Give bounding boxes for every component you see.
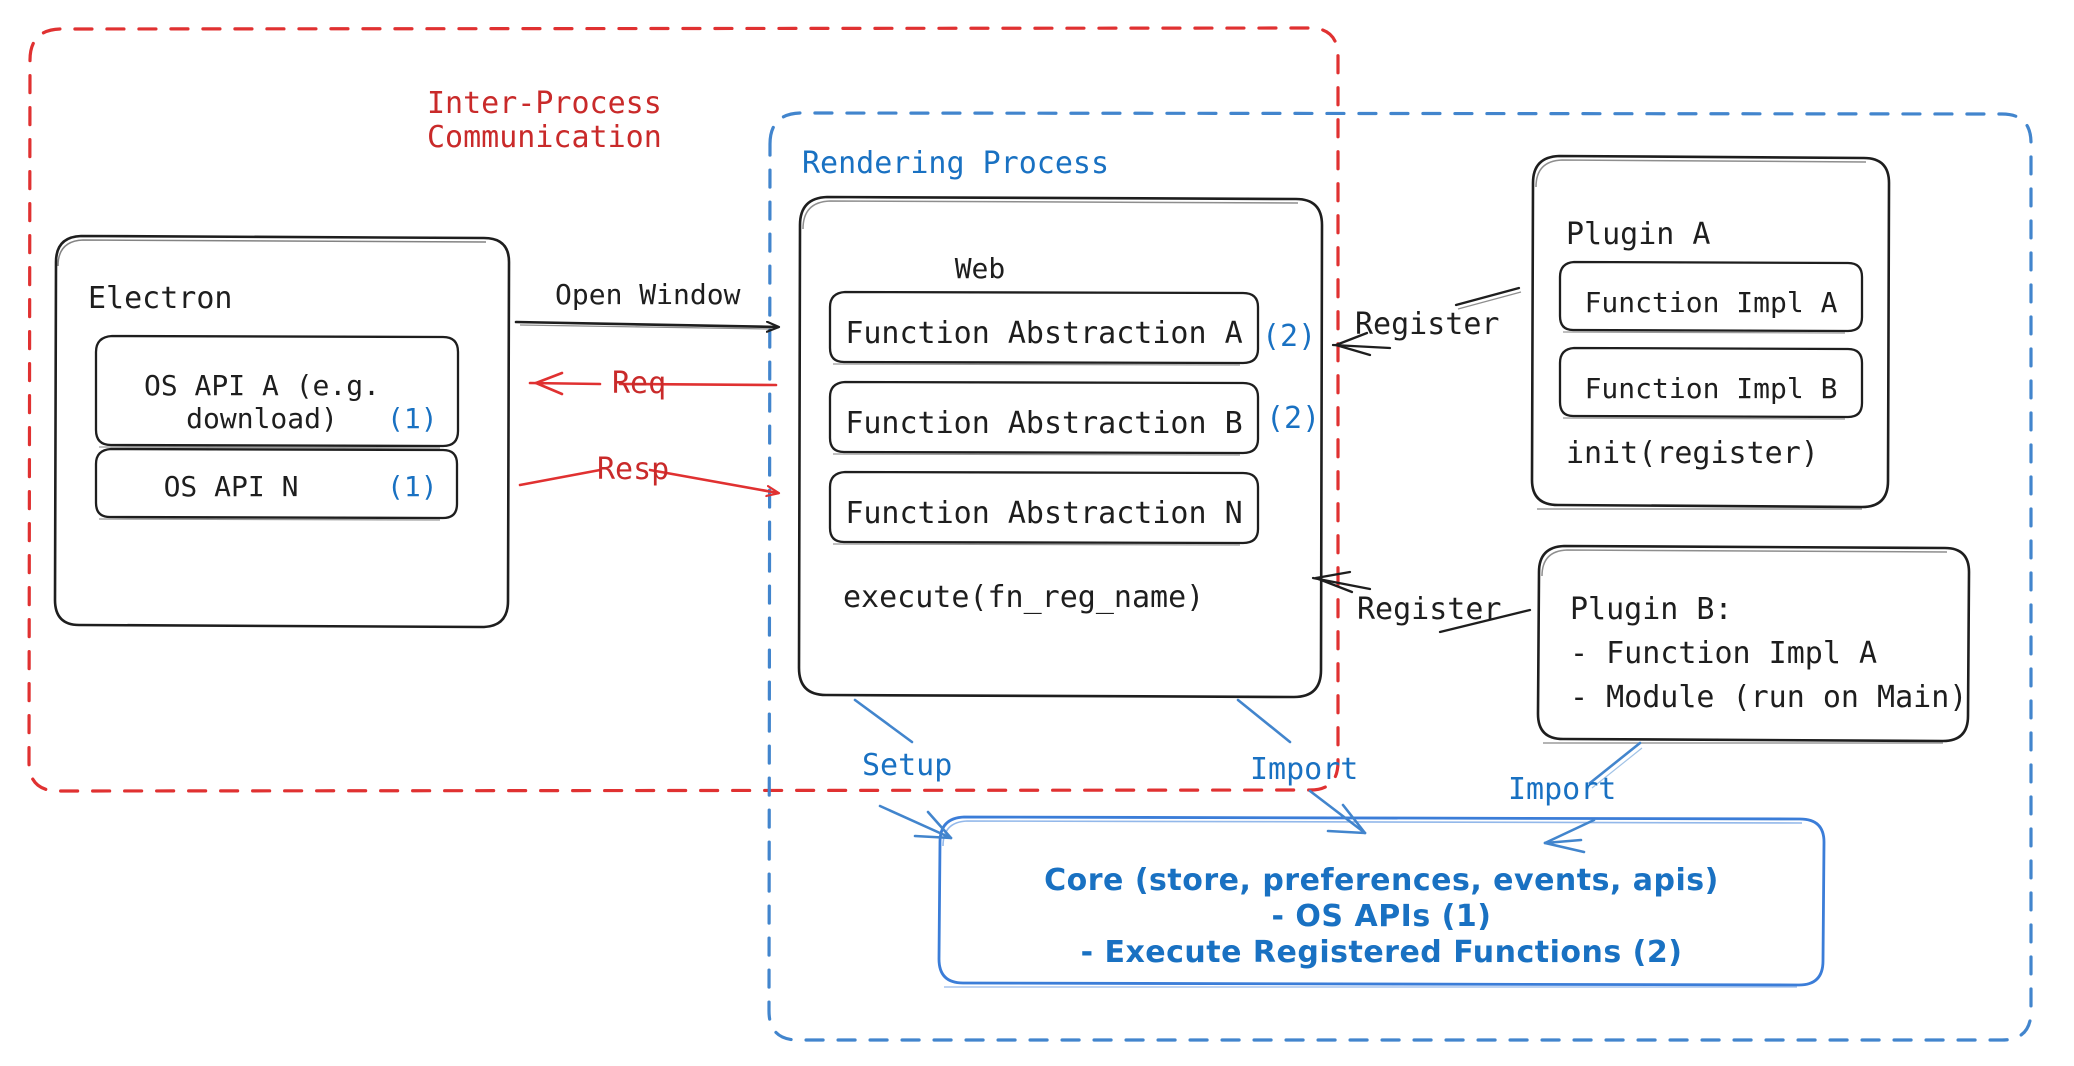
edge-req: [528, 371, 778, 396]
core-line-3: - Execute Registered Functions (2): [1080, 935, 1683, 970]
fn-abstraction-b-box-border: [828, 380, 1260, 456]
fn-abstraction-n-label: Function Abstraction N: [845, 496, 1243, 531]
plugin-b-title: Plugin B:: [1570, 592, 1733, 627]
fn-impl-a-box-border: [1558, 260, 1864, 334]
os-api-n-box-border: [94, 447, 459, 521]
os-api-n-label: OS API N: [163, 470, 299, 503]
os-api-a-box-border: [94, 334, 460, 449]
edge-import-left: [1236, 698, 1367, 835]
edge-register-a: [1331, 286, 1522, 357]
edge-open-window: [514, 320, 778, 329]
os-api-a-label-line1: OS API A (e.g.: [143, 369, 380, 402]
fn-impl-b-box-border: [1558, 346, 1864, 420]
edge-label-req: Req: [612, 366, 667, 401]
region-ipc-label-line2: Communication: [427, 120, 662, 155]
edge-register-b: [1311, 570, 1532, 634]
fn-abstraction-b-label: Function Abstraction B: [845, 406, 1243, 441]
os-api-a-marker: (1): [387, 402, 438, 435]
plugin-b-item-1: - Function Impl A: [1570, 636, 1878, 671]
region-ipc-label-line1: Inter-Process: [427, 86, 662, 121]
edge-import-right: [1543, 741, 1643, 854]
edge-label-open-window: Open Window: [555, 278, 741, 311]
plugin-a-title: Plugin A: [1566, 217, 1711, 252]
fn-impl-b-label: Function Impl B: [1584, 372, 1838, 405]
edge-label-register-a: Register: [1355, 307, 1500, 342]
web-execute-method: execute(fn_reg_name): [843, 580, 1205, 615]
edge-label-import-left: Import: [1250, 752, 1359, 787]
web-title: Web: [954, 252, 1006, 285]
fn-abstraction-a-marker: (2): [1262, 319, 1317, 354]
core-line-2: - OS APIs (1): [1271, 899, 1492, 934]
plugin-a-init: init(register): [1566, 436, 1819, 471]
fn-abstraction-b-marker: (2): [1266, 401, 1321, 436]
region-ipc-border: [27, 26, 1340, 793]
edge-resp: [518, 468, 778, 493]
plugin-b-box-border: [1536, 544, 1971, 744]
fn-impl-a-label: Function Impl A: [1584, 286, 1838, 319]
edge-setup: [853, 698, 953, 840]
fn-abstraction-n-box-border: [828, 470, 1260, 546]
core-line-1: Core (store, preferences, events, apis): [1044, 863, 1719, 898]
edge-label-register-b: Register: [1357, 592, 1502, 627]
fn-abstraction-a-label: Function Abstraction A: [845, 316, 1243, 351]
os-api-a-label-line2: download): [186, 402, 338, 435]
fn-abstraction-a-box-border: [828, 290, 1260, 366]
core-box-border: [937, 815, 1826, 988]
region-rendering-border: [767, 111, 2033, 1042]
edge-label-import-right: Import: [1508, 772, 1617, 807]
plugin-b-item-2: - Module (run on Main): [1570, 680, 1968, 715]
os-api-n-marker: (1): [387, 470, 438, 503]
electron-title: Electron: [88, 281, 233, 316]
edge-label-resp: Resp: [597, 452, 670, 487]
edge-label-setup: Setup: [862, 748, 953, 783]
region-rendering-label: Rendering Process: [802, 146, 1110, 181]
